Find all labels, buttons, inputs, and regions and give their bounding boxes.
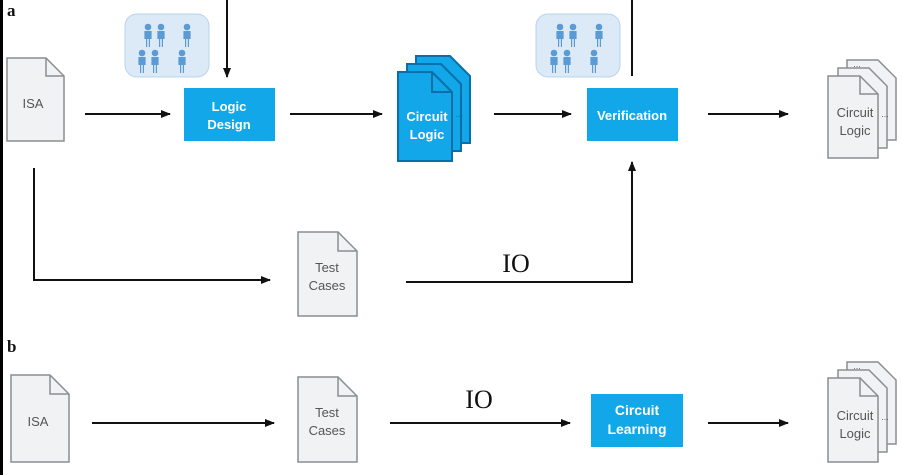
svg-text:...: ... bbox=[881, 412, 889, 422]
verification-box: Verification bbox=[587, 88, 678, 141]
svg-text:...: ... bbox=[853, 361, 861, 371]
svg-text:Verification: Verification bbox=[597, 108, 667, 123]
svg-text:Logic: Logic bbox=[410, 127, 445, 142]
document-stack-icon bbox=[827, 75, 879, 159]
isa-document-a: ISA bbox=[6, 57, 65, 142]
circuit-logic-stack-gray-a: ... Circuit Logic ... bbox=[827, 59, 897, 159]
svg-text:Design: Design bbox=[207, 117, 250, 132]
panel-a-label: a bbox=[7, 1, 16, 20]
circuit-learning-box: Circuit Learning bbox=[591, 394, 683, 447]
panel-b-label: b bbox=[7, 337, 16, 356]
svg-text:Circuit: Circuit bbox=[406, 109, 448, 124]
svg-text:...: ... bbox=[881, 109, 889, 119]
document-icon bbox=[297, 376, 358, 463]
svg-text:Test: Test bbox=[315, 260, 339, 275]
isa-label-a: ISA bbox=[23, 96, 44, 111]
test-cases-document-b: Test Cases bbox=[297, 376, 358, 463]
isa-document-b: ISA bbox=[10, 374, 70, 463]
svg-text:Cases: Cases bbox=[309, 423, 346, 438]
circuit-logic-stack-gray-b: ... Circuit Logic ... bbox=[827, 361, 897, 463]
svg-text:ISA: ISA bbox=[28, 414, 49, 429]
svg-text:Circuit: Circuit bbox=[615, 402, 660, 418]
svg-text:Logic: Logic bbox=[839, 426, 871, 441]
people-group-icon bbox=[124, 13, 210, 78]
document-stack-icon bbox=[397, 71, 453, 162]
svg-text:Logic: Logic bbox=[839, 123, 871, 138]
svg-text:Circuit: Circuit bbox=[837, 408, 874, 423]
people-group-icon bbox=[535, 13, 621, 78]
document-icon bbox=[10, 374, 70, 463]
circuit-logic-stack-blue: Circuit Logic ... bbox=[397, 55, 471, 162]
document-stack-icon bbox=[827, 377, 879, 463]
test-cases-document-a: Test Cases bbox=[297, 231, 358, 317]
svg-text:Learning: Learning bbox=[607, 421, 666, 437]
logic-design-box: Logic Design bbox=[184, 88, 275, 141]
svg-text:Logic: Logic bbox=[212, 99, 247, 114]
io-label-a: IO bbox=[502, 249, 529, 278]
svg-text:Circuit: Circuit bbox=[837, 105, 874, 120]
left-border-bar bbox=[0, 0, 3, 475]
svg-text:...: ... bbox=[455, 109, 463, 120]
svg-text:Test: Test bbox=[315, 405, 339, 420]
document-icon bbox=[6, 57, 65, 142]
svg-text:Cases: Cases bbox=[309, 278, 346, 293]
document-icon bbox=[297, 231, 358, 317]
svg-text:...: ... bbox=[853, 59, 861, 69]
io-label-b: IO bbox=[465, 385, 492, 414]
